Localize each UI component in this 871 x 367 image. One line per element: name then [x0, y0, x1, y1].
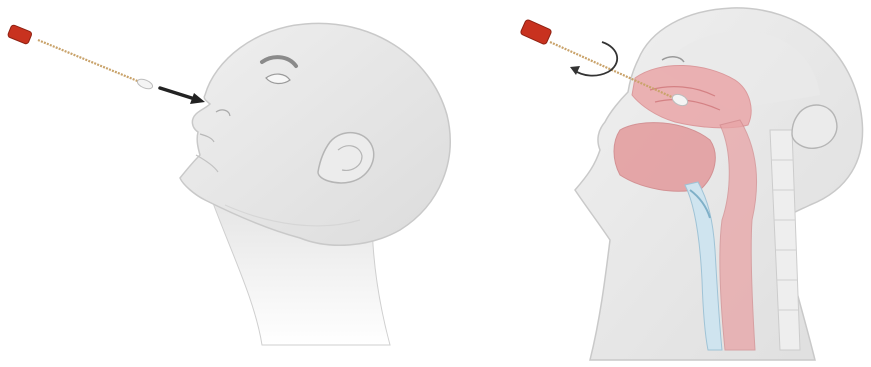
swab-left: [7, 24, 154, 90]
external-head-illustration: [0, 0, 470, 367]
rotation-arrow: [570, 42, 617, 76]
sagittal-head-illustration: [470, 0, 871, 367]
panel-sagittal-view: [470, 0, 871, 367]
insertion-arrow: [160, 88, 205, 104]
panel-external-view: [0, 0, 470, 367]
